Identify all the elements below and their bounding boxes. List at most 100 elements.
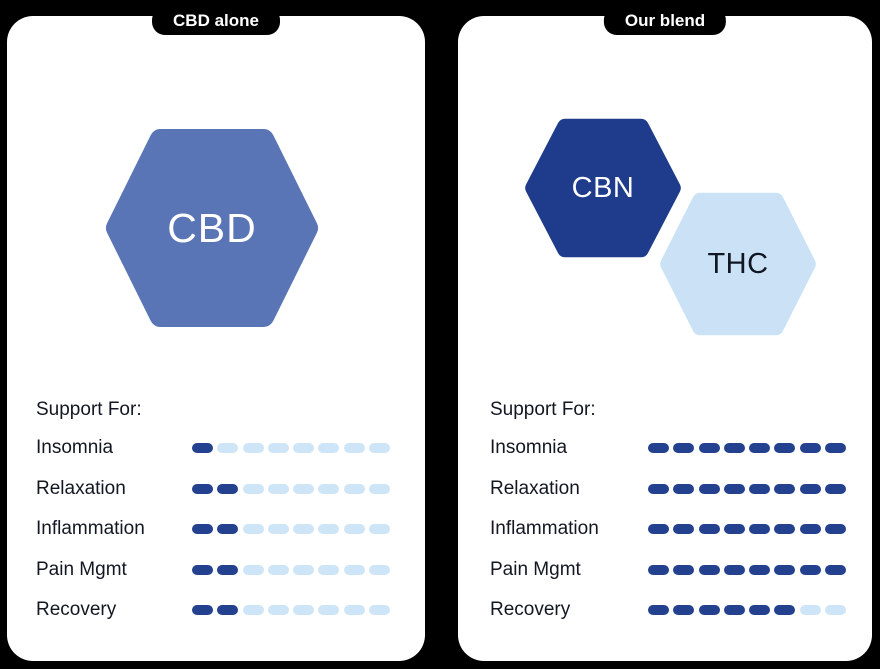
pill-filled: [723, 483, 745, 494]
pill-empty: [369, 524, 391, 535]
support-row: Inflammation: [490, 509, 852, 550]
support-row-label: Inflammation: [490, 518, 599, 540]
pill-empty: [293, 483, 315, 494]
support-pill-scale: [192, 483, 391, 494]
pill-empty: [242, 564, 264, 575]
support-row-label: Pain Mgmt: [36, 558, 127, 580]
hexagon-shape-icon: [525, 118, 681, 258]
support-row-label: Recovery: [490, 599, 571, 621]
card-badge-our-blend: Our blend: [603, 7, 727, 35]
pill-filled: [192, 443, 213, 454]
pill-filled: [217, 524, 239, 535]
hexagon-cbd-label: CBD: [167, 204, 257, 251]
pill-filled: [825, 564, 847, 575]
pill-filled: [723, 564, 745, 575]
pill-empty: [825, 605, 847, 616]
pill-empty: [267, 605, 289, 616]
pill-empty: [318, 443, 340, 454]
pill-empty: [343, 483, 365, 494]
pill-filled: [749, 483, 771, 494]
hexagon-shape-icon: [105, 129, 319, 327]
pill-filled: [673, 483, 695, 494]
pill-empty: [369, 564, 391, 575]
support-row: Inflammation: [36, 509, 405, 550]
pill-filled: [192, 483, 213, 494]
support-row-label: Pain Mgmt: [490, 558, 581, 580]
pill-filled: [217, 483, 239, 494]
pill-empty: [242, 443, 264, 454]
pill-empty: [293, 605, 315, 616]
support-pill-scale: [192, 605, 391, 616]
support-row-label: Insomnia: [490, 437, 568, 459]
pill-filled: [774, 443, 796, 454]
hexagon-cbd: CBD: [103, 128, 321, 328]
hexagon-thc-label: THC: [707, 247, 769, 280]
pill-filled: [799, 524, 821, 535]
pill-empty: [293, 564, 315, 575]
pill-filled: [698, 524, 720, 535]
pill-empty: [217, 443, 239, 454]
pill-empty: [343, 564, 365, 575]
pill-filled: [192, 605, 213, 616]
support-pill-scale: [648, 524, 847, 535]
pill-empty: [267, 483, 289, 494]
pill-filled: [749, 443, 771, 454]
pill-empty: [343, 605, 365, 616]
support-row: Insomnia: [490, 428, 852, 469]
pill-empty: [369, 605, 391, 616]
support-pill-scale: [192, 443, 391, 454]
pill-filled: [825, 483, 847, 494]
pill-filled: [673, 605, 695, 616]
pill-empty: [343, 443, 365, 454]
pill-empty: [267, 524, 289, 535]
support-row-label: Relaxation: [490, 477, 580, 499]
pill-filled: [799, 483, 821, 494]
pill-empty: [267, 443, 289, 454]
pill-filled: [723, 443, 745, 454]
pill-empty: [318, 524, 340, 535]
pill-empty: [242, 483, 264, 494]
pill-empty: [343, 524, 365, 535]
pill-empty: [242, 524, 264, 535]
hexagon-shape-icon: [660, 192, 816, 336]
support-row-label: Insomnia: [36, 437, 114, 459]
pill-filled: [673, 564, 695, 575]
pill-filled: [648, 605, 669, 616]
support-title: Support For:: [36, 399, 142, 420]
pill-filled: [673, 443, 695, 454]
pill-filled: [192, 564, 213, 575]
support-pill-scale: [192, 564, 391, 575]
support-row: Relaxation: [36, 469, 405, 510]
pill-empty: [293, 524, 315, 535]
pill-filled: [825, 524, 847, 535]
support-row: Pain Mgmt: [490, 550, 852, 591]
pill-filled: [192, 524, 213, 535]
pill-filled: [698, 564, 720, 575]
pill-filled: [774, 483, 796, 494]
pill-filled: [673, 524, 695, 535]
support-pill-scale: [648, 605, 847, 616]
pill-empty: [799, 605, 821, 616]
hexagon-cbn: CBN: [523, 118, 683, 258]
pill-filled: [749, 564, 771, 575]
card-badge-cbd-alone: CBD alone: [152, 7, 280, 35]
support-pill-scale: [648, 564, 847, 575]
support-row: Relaxation: [490, 469, 852, 510]
hexagon-thc: THC: [658, 192, 818, 336]
support-title: Support For:: [490, 399, 596, 420]
pill-filled: [217, 564, 239, 575]
pill-filled: [774, 524, 796, 535]
support-row: Pain Mgmt: [36, 550, 405, 591]
pill-empty: [369, 443, 391, 454]
pill-filled: [698, 483, 720, 494]
pill-filled: [723, 605, 745, 616]
support-row: Recovery: [36, 590, 405, 631]
support-row-label: Relaxation: [36, 477, 126, 499]
support-row-label: Recovery: [36, 599, 117, 621]
support-pill-scale: [648, 483, 847, 494]
